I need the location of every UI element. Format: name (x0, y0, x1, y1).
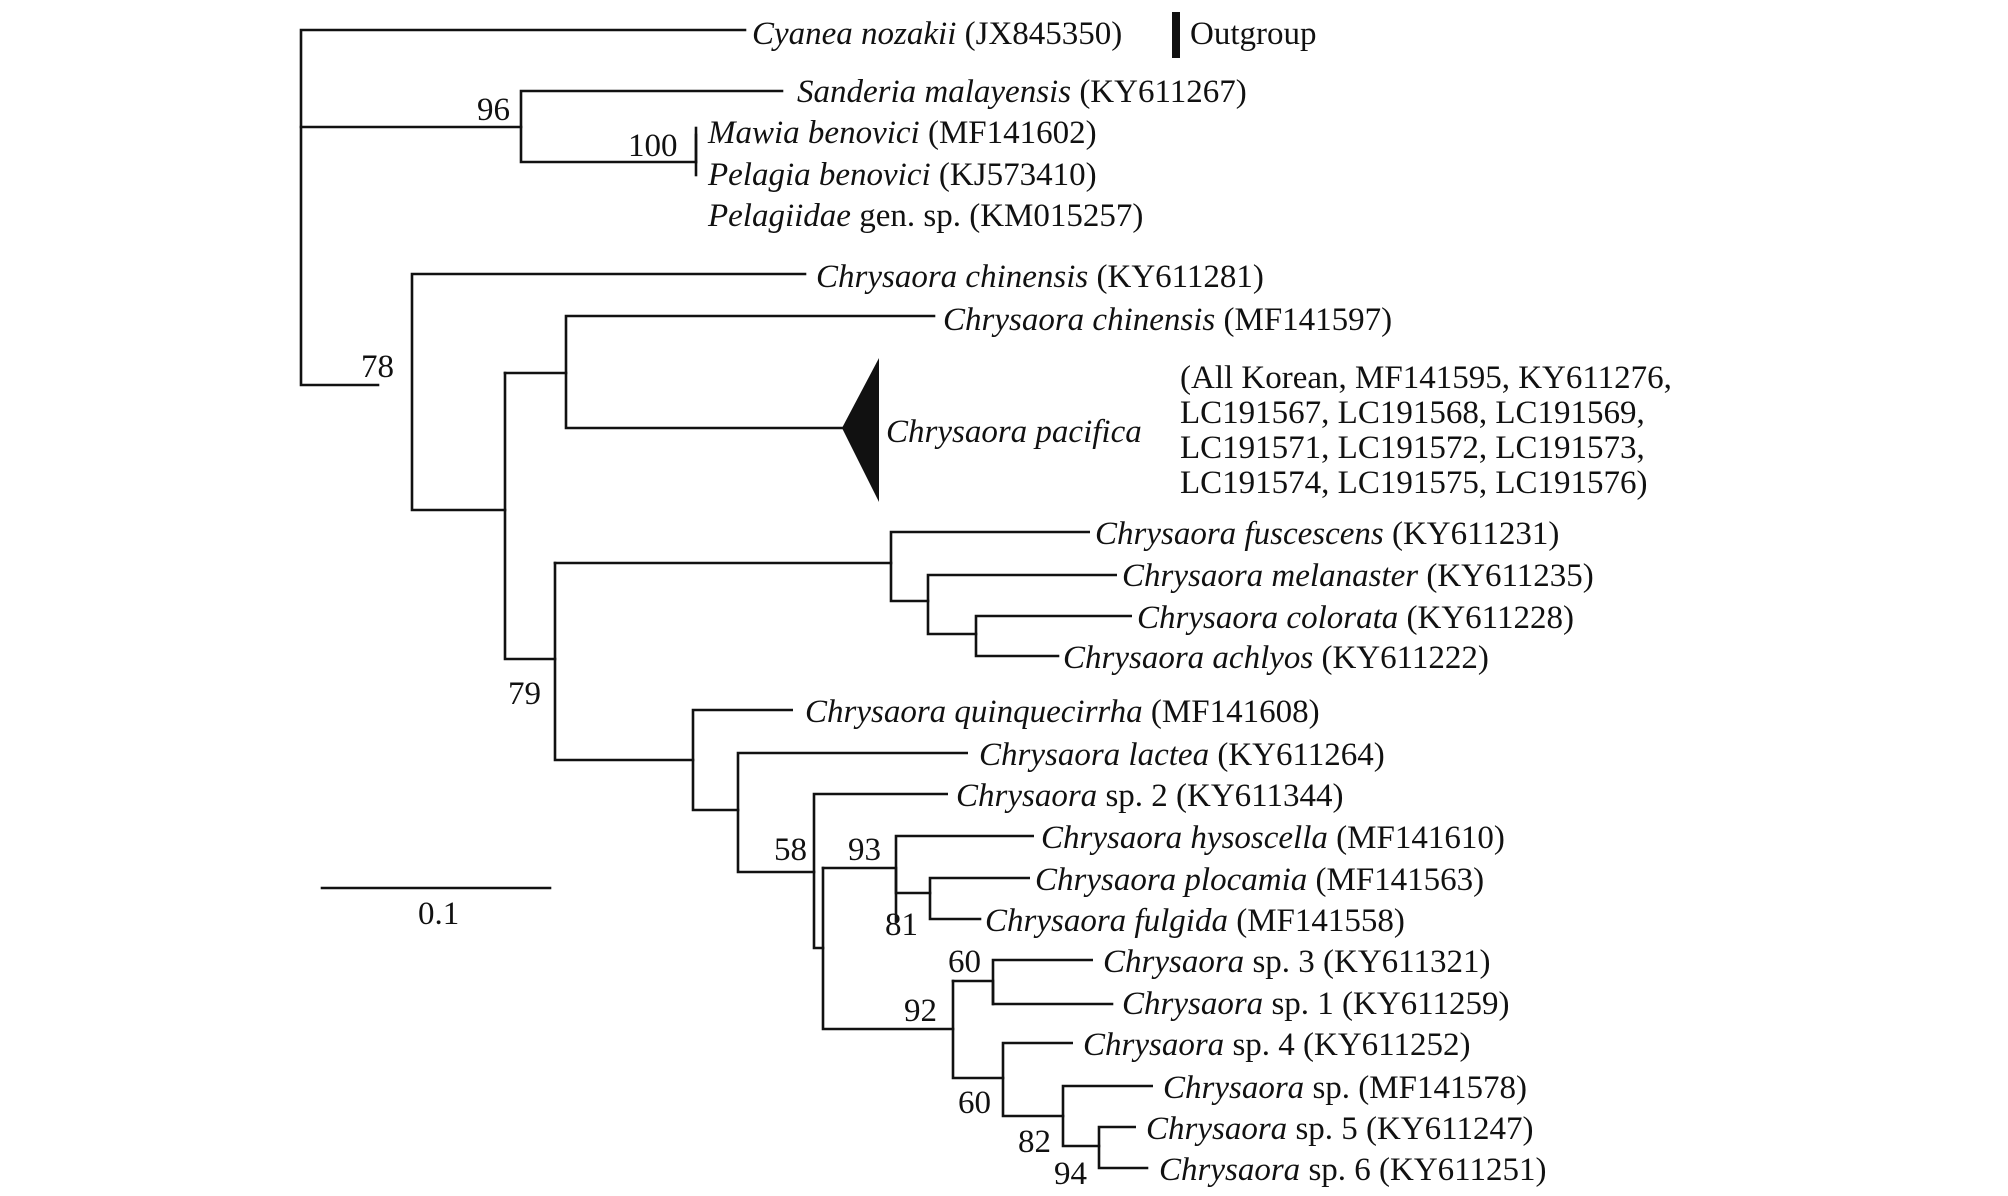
taxon-label: Chrysaora sp. 2 (KY611344) (956, 778, 1343, 814)
branch-lower-split (553, 561, 695, 762)
branch-sanderia (519, 89, 784, 164)
branch-sp2 (812, 792, 948, 950)
support-value: 100 (628, 128, 678, 164)
branch-melanaster (926, 573, 1117, 636)
support-value: 58 (774, 832, 807, 868)
taxon-label: Chrysaora colorata (KY611228) (1137, 600, 1574, 636)
branch-fuscescens-group (553, 561, 930, 603)
branch-sp-group (821, 866, 955, 1031)
taxon-label: Chrysaora quinquecirrha (MF141608) (805, 694, 1320, 730)
taxon-label: Cyanea nozakii (JX845350) (752, 16, 1122, 52)
taxon-label: Chrysaora plocamia (MF141563) (1035, 862, 1484, 898)
tree-branches (299, 28, 1153, 1170)
taxon-label: Chrysaora melanaster (KY611235) (1122, 558, 1594, 594)
taxon-label: Chrysaora chinensis (KY611281) (816, 259, 1264, 295)
taxon-label: Pelagiidae gen. sp. (KM015257) (707, 198, 1143, 234)
taxon-label: Chrysaora lactea (KY611264) (979, 737, 1385, 773)
taxon-label: Chrysaora sp. 5 (KY611247) (1146, 1111, 1533, 1147)
support-value: 60 (948, 944, 981, 980)
taxon-label: Pelagia benovici (KJ573410) (707, 157, 1097, 193)
branch-plocamia (928, 876, 1030, 921)
branch-sp3 (991, 958, 1114, 1006)
branch-sp5 (1097, 1125, 1149, 1170)
branch-lactea (736, 751, 968, 874)
taxon-label: Chrysaora achlyos (KY611222) (1063, 640, 1489, 676)
taxon-label: Chrysaora chinensis (MF141597) (943, 302, 1392, 338)
collapsed-clade-accessions: LC191571, LC191572, LC191573, (1180, 430, 1645, 466)
support-value: 93 (848, 832, 881, 868)
branch-chrysaora-root (410, 272, 807, 512)
taxon-labels: Cyanea nozakii (JX845350) Sanderia malay… (707, 16, 1672, 1188)
support-value: 82 (1018, 1124, 1051, 1160)
taxon-label: Chrysaora sp. 4 (KY611252) (1083, 1027, 1470, 1063)
support-value: 79 (508, 676, 541, 712)
collapsed-clade-accessions: (All Korean, MF141595, KY611276, (1180, 360, 1672, 396)
branch-sp4 (1001, 1041, 1073, 1118)
branch-colorata (974, 614, 1132, 658)
taxon-label: Chrysaora sp. 6 (KY611251) (1159, 1152, 1546, 1188)
branch-sp3-group (951, 979, 995, 1006)
branch-sp4-group (951, 979, 1005, 1080)
taxon-label: Chrysaora fulgida (MF141558) (985, 903, 1405, 939)
taxon-label: Chrysaora sp. 1 (KY611259) (1122, 986, 1509, 1022)
branch-hysoscella (894, 834, 1034, 895)
outgroup-label: Outgroup (1190, 16, 1317, 52)
branch-quinquecirrha (691, 708, 793, 812)
collapsed-clade-accessions: LC191567, LC191568, LC191569, (1180, 395, 1645, 431)
taxon-label: Chrysaora fuscescens (KY611231) (1095, 516, 1559, 552)
taxon-label: Chrysaora sp. (MF141578) (1163, 1070, 1527, 1106)
taxon-label: Mawia benovici (MF141602) (707, 115, 1097, 151)
support-values: 96 100 78 79 58 93 81 60 92 60 82 94 (361, 92, 1087, 1192)
branch-main-split (503, 371, 557, 661)
collapsed-clade-name: Chrysaora pacifica (886, 414, 1142, 450)
support-value: 60 (958, 1085, 991, 1121)
scale-bar-label: 0.1 (418, 896, 459, 932)
collapsed-clade-accessions: LC191574, LC191575, LC191576) (1180, 465, 1648, 501)
support-value: 81 (885, 907, 918, 943)
support-value: 92 (904, 993, 937, 1029)
taxon-label: Sanderia malayensis (KY611267) (797, 74, 1247, 110)
branch-fuscescens (889, 530, 1090, 565)
collapsed-clade-triangle (842, 358, 879, 502)
support-value: 96 (477, 92, 510, 128)
branch-root (299, 28, 747, 387)
taxon-label: Chrysaora sp. 3 (KY611321) (1103, 944, 1490, 980)
support-value: 94 (1054, 1156, 1087, 1192)
branch-mf141578 (1061, 1084, 1153, 1148)
outgroup-bar (1172, 12, 1180, 58)
support-value: 78 (361, 349, 394, 385)
taxon-label: Chrysaora hysoscella (MF141610) (1041, 820, 1505, 856)
